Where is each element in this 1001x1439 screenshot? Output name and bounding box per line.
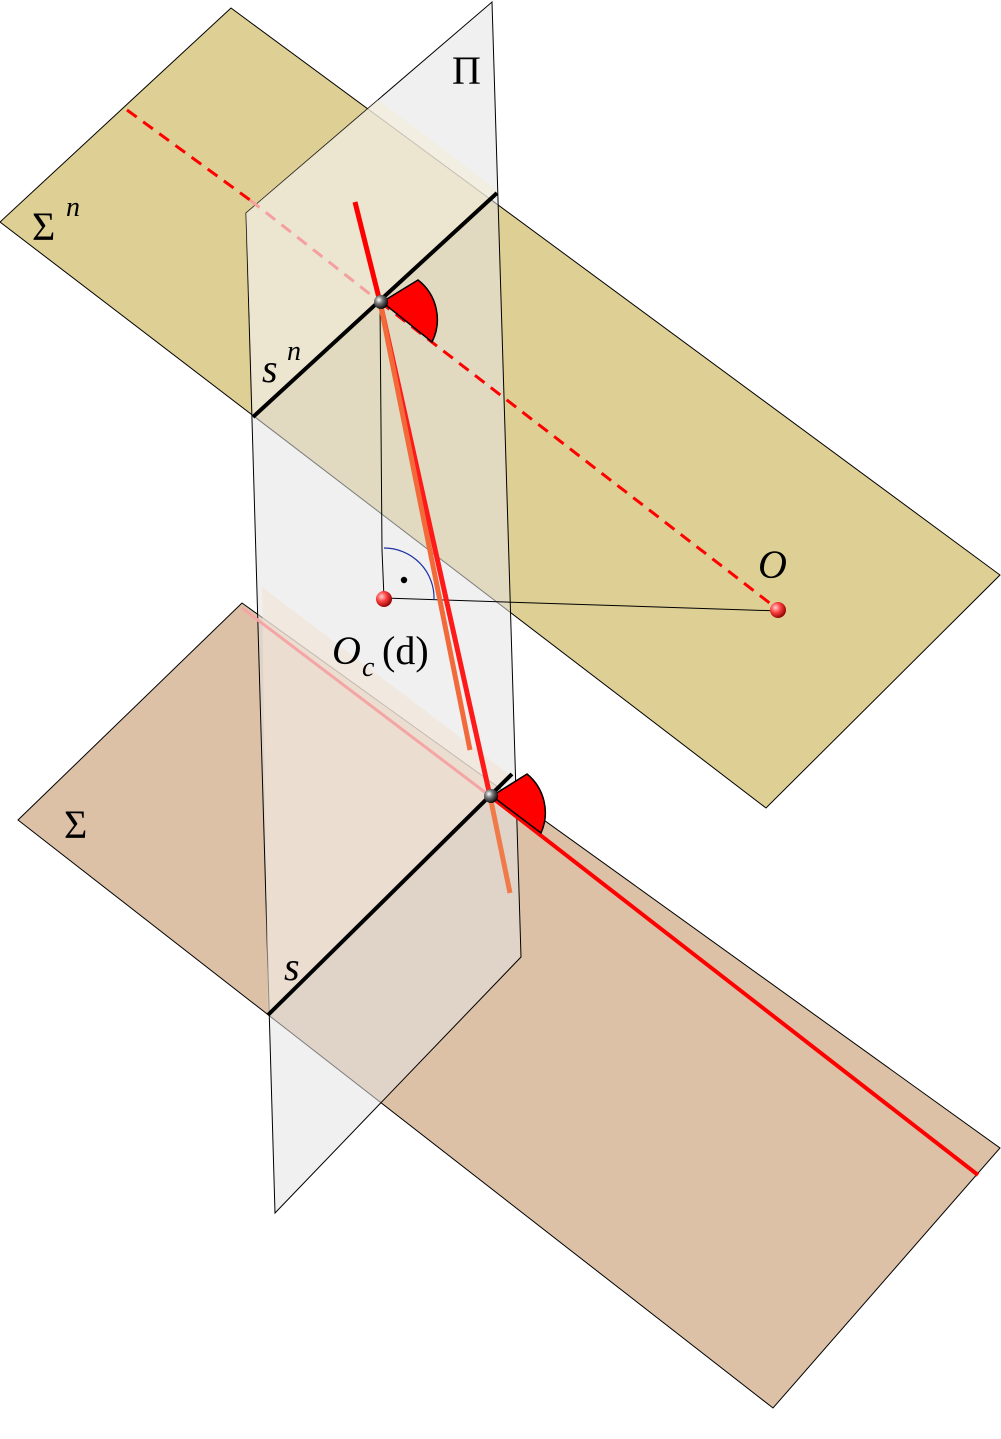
label-oc-paren: (d) [382, 628, 429, 673]
label-s: s [284, 944, 300, 989]
red-line-upper-dashed-right [379, 300, 781, 613]
label-sigma-n-sup: n [66, 192, 80, 223]
red-line-upper-faded [249, 198, 381, 304]
red-line-lower-solid [488, 794, 980, 1177]
label-o: O [758, 542, 787, 587]
point-upper-intersection [374, 295, 388, 309]
main-orange-segment-lower [487, 795, 513, 894]
line-s [266, 772, 514, 1017]
label-oc-sub: c [362, 652, 375, 683]
red-line-upper-dashed-left [126, 108, 251, 202]
right-angle-arc [383, 547, 435, 601]
angle-sector-lower [490, 773, 547, 835]
label-sigma-n: Σ [32, 204, 55, 249]
construction-vertical-to-oc [379, 301, 385, 599]
label-pi: Π [452, 48, 481, 93]
label-oc: O [332, 628, 361, 673]
construction-oc-to-o [383, 597, 781, 612]
label-s-n: s [262, 346, 278, 391]
red-line-lower-faded [241, 606, 491, 798]
angle-sector-upper [380, 279, 439, 344]
label-sigma: Σ [64, 802, 87, 847]
main-red-line-top [352, 201, 383, 303]
right-angle-dot [400, 576, 408, 584]
label-s-n-sup: n [287, 336, 301, 367]
main-orange-segment-upper [377, 301, 473, 751]
point-lower-intersection [484, 789, 498, 803]
point-oc [376, 591, 392, 607]
pi-overlap-lower [262, 587, 510, 1015]
point-o [770, 602, 786, 618]
